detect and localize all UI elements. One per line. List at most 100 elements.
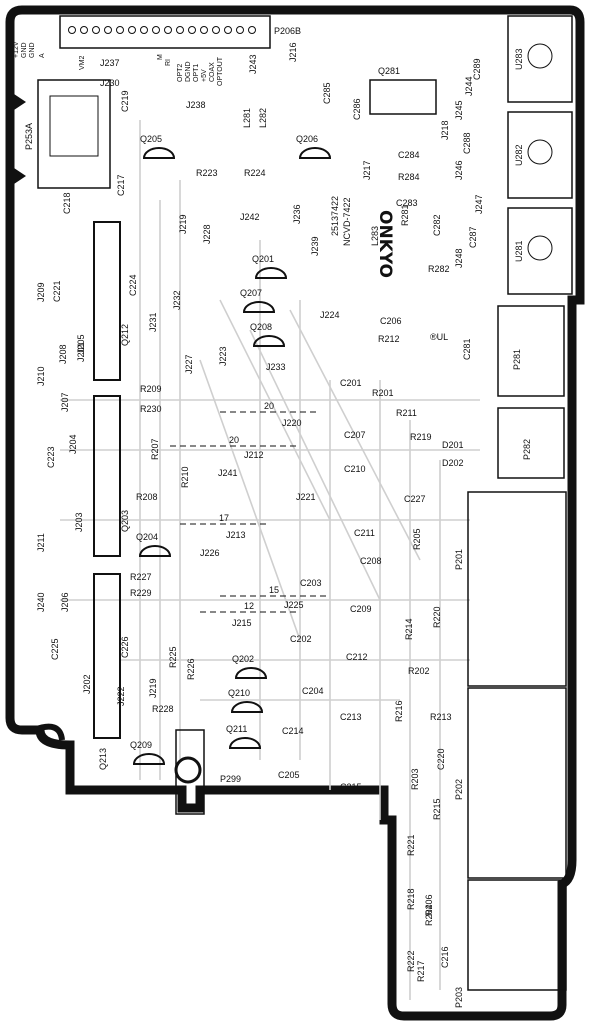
p201-connector: P201 bbox=[454, 491, 567, 687]
p299-label: P299 bbox=[220, 774, 241, 784]
p206b-label: P206B bbox=[274, 26, 301, 36]
capacitor-c210: C210 bbox=[344, 464, 366, 474]
transistor-body-q205 bbox=[142, 147, 176, 159]
p281-connector: P281 bbox=[497, 305, 565, 397]
jumper-j247-43: J247 bbox=[474, 194, 484, 214]
capacitor-c215: C215 bbox=[340, 782, 362, 792]
u283-label: U283 bbox=[514, 48, 524, 70]
jumper-j219-25: J219 bbox=[148, 678, 158, 698]
jumper-j237-0: J237 bbox=[100, 58, 120, 68]
capacitor-c221: C221 bbox=[52, 280, 62, 302]
capacitor-c213: C213 bbox=[340, 712, 362, 722]
resistor-r210: R210 bbox=[180, 466, 190, 488]
jumper-j231-12: J231 bbox=[148, 312, 158, 332]
capacitor-c217: C217 bbox=[116, 174, 126, 196]
resistor-r217: R217 bbox=[416, 960, 426, 982]
jumper-j212-31: J212 bbox=[244, 450, 264, 460]
capacitor-c202: C202 bbox=[290, 634, 312, 644]
jumper-j227-27: J227 bbox=[184, 354, 194, 374]
resistor-r223: R223 bbox=[196, 168, 218, 178]
q203-ic: Q203 bbox=[93, 395, 130, 557]
resistor-r226: R226 bbox=[186, 658, 196, 680]
pin-gnd-2: GND bbox=[29, 42, 36, 58]
pin-gnd-1: GND bbox=[21, 42, 28, 58]
pin-5v: +5V bbox=[201, 69, 208, 82]
diode-d202: D202 bbox=[442, 458, 464, 468]
transistor-q204: Q204 bbox=[136, 532, 158, 542]
coil-l281: L281 bbox=[242, 108, 252, 128]
svg-text:P203: P203 bbox=[454, 987, 464, 1008]
svg-text:P282: P282 bbox=[522, 439, 532, 460]
capacitor-c212: C212 bbox=[346, 652, 368, 662]
resistor-r219: R219 bbox=[410, 432, 432, 442]
header-pin-labels: +12V GND GND VM2 OPT2 DGND OPT1 +5V COAX… bbox=[13, 41, 224, 86]
resistor-r213: R213 bbox=[430, 712, 452, 722]
transistor-q210: Q210 bbox=[228, 688, 250, 698]
traces bbox=[60, 120, 480, 1000]
resistor-r281: R281 bbox=[400, 204, 410, 226]
u282-label: U282 bbox=[514, 144, 524, 166]
jumper-j222-24: J222 bbox=[116, 686, 126, 706]
pin-a: A bbox=[39, 53, 46, 58]
transistor-q206: Q206 bbox=[296, 134, 318, 144]
jumper-j213-34: J213 bbox=[226, 530, 246, 540]
jumper-j206-21: J206 bbox=[60, 592, 70, 612]
transistor-q202: Q202 bbox=[232, 654, 254, 664]
jumper-number-4: 15 bbox=[269, 585, 279, 595]
transistor-q211: Q211 bbox=[226, 724, 247, 734]
jumper-j203-19: J203 bbox=[74, 512, 84, 532]
capacitor-c207: C207 bbox=[344, 430, 366, 440]
jumper-j210-16: J210 bbox=[36, 366, 46, 386]
transistor-q201: Q201 bbox=[252, 254, 274, 264]
resistor-r282: R282 bbox=[428, 264, 450, 274]
jumper-j201-26: J201 bbox=[76, 342, 86, 362]
transistor-body-q207 bbox=[242, 301, 276, 313]
board-outline bbox=[5, 5, 585, 1021]
pin-m: M bbox=[157, 54, 164, 60]
resistor-r209: R209 bbox=[140, 384, 162, 394]
resistor-r228: R228 bbox=[152, 704, 174, 714]
capacitor-c211: C211 bbox=[354, 528, 375, 538]
jumper-number-2: 17 bbox=[219, 513, 229, 523]
transistor-body-q201 bbox=[254, 267, 288, 279]
q212-ic: Q212 bbox=[93, 221, 130, 381]
capacitor-c219: C219 bbox=[120, 90, 130, 112]
jumper-j226-35: J226 bbox=[200, 548, 220, 558]
board-code: 25137422 bbox=[330, 196, 340, 236]
jumper-j217-38: J217 bbox=[362, 160, 372, 180]
resistor-r229: R229 bbox=[130, 588, 152, 598]
resistor-r222: R222 bbox=[406, 950, 416, 972]
brand-logo: ONKYO bbox=[375, 210, 395, 278]
jumper-j211-20: J211 bbox=[36, 533, 46, 552]
q213-ic: Q213 bbox=[93, 573, 121, 770]
svg-text:P201: P201 bbox=[454, 549, 464, 570]
coil-l283: L283 bbox=[370, 226, 380, 246]
transistor-q205: Q205 bbox=[140, 134, 162, 144]
top-header bbox=[59, 15, 271, 49]
pin-dgnd: DGND bbox=[185, 61, 192, 82]
pin-ri: RI bbox=[165, 59, 172, 66]
resistor-r220: R220 bbox=[432, 606, 442, 628]
jumper-j233-29: J233 bbox=[266, 362, 286, 372]
p202-connector: P202 bbox=[454, 687, 567, 879]
resistor-r204: R204 bbox=[424, 904, 434, 926]
capacitor-c226: C226 bbox=[120, 636, 130, 658]
q281-ic: Q281 bbox=[369, 66, 437, 115]
svg-text:Q212: Q212 bbox=[120, 324, 130, 346]
resistor-r216: R216 bbox=[394, 700, 404, 722]
capacitor-c201: C201 bbox=[340, 378, 362, 388]
jumper-number-3: 12 bbox=[244, 601, 254, 611]
resistor-r215: R215 bbox=[432, 798, 442, 820]
resistor-r227: R227 bbox=[130, 572, 152, 582]
resistor-r212: R212 bbox=[378, 334, 400, 344]
jumper-j205-15: J205 bbox=[76, 334, 86, 354]
transistor-body-q210 bbox=[230, 701, 264, 713]
jumper-j223-28: J223 bbox=[218, 346, 228, 366]
svg-text:P202: P202 bbox=[454, 779, 464, 800]
capacitor-c286: C286 bbox=[352, 98, 362, 120]
jumper-j243-3: J243 bbox=[248, 54, 258, 74]
capacitor-c216: C216 bbox=[440, 946, 450, 968]
capacitor-c288: C288 bbox=[462, 132, 472, 154]
capacitor-c208: C208 bbox=[360, 556, 382, 566]
capacitor-c205: C205 bbox=[278, 770, 300, 780]
